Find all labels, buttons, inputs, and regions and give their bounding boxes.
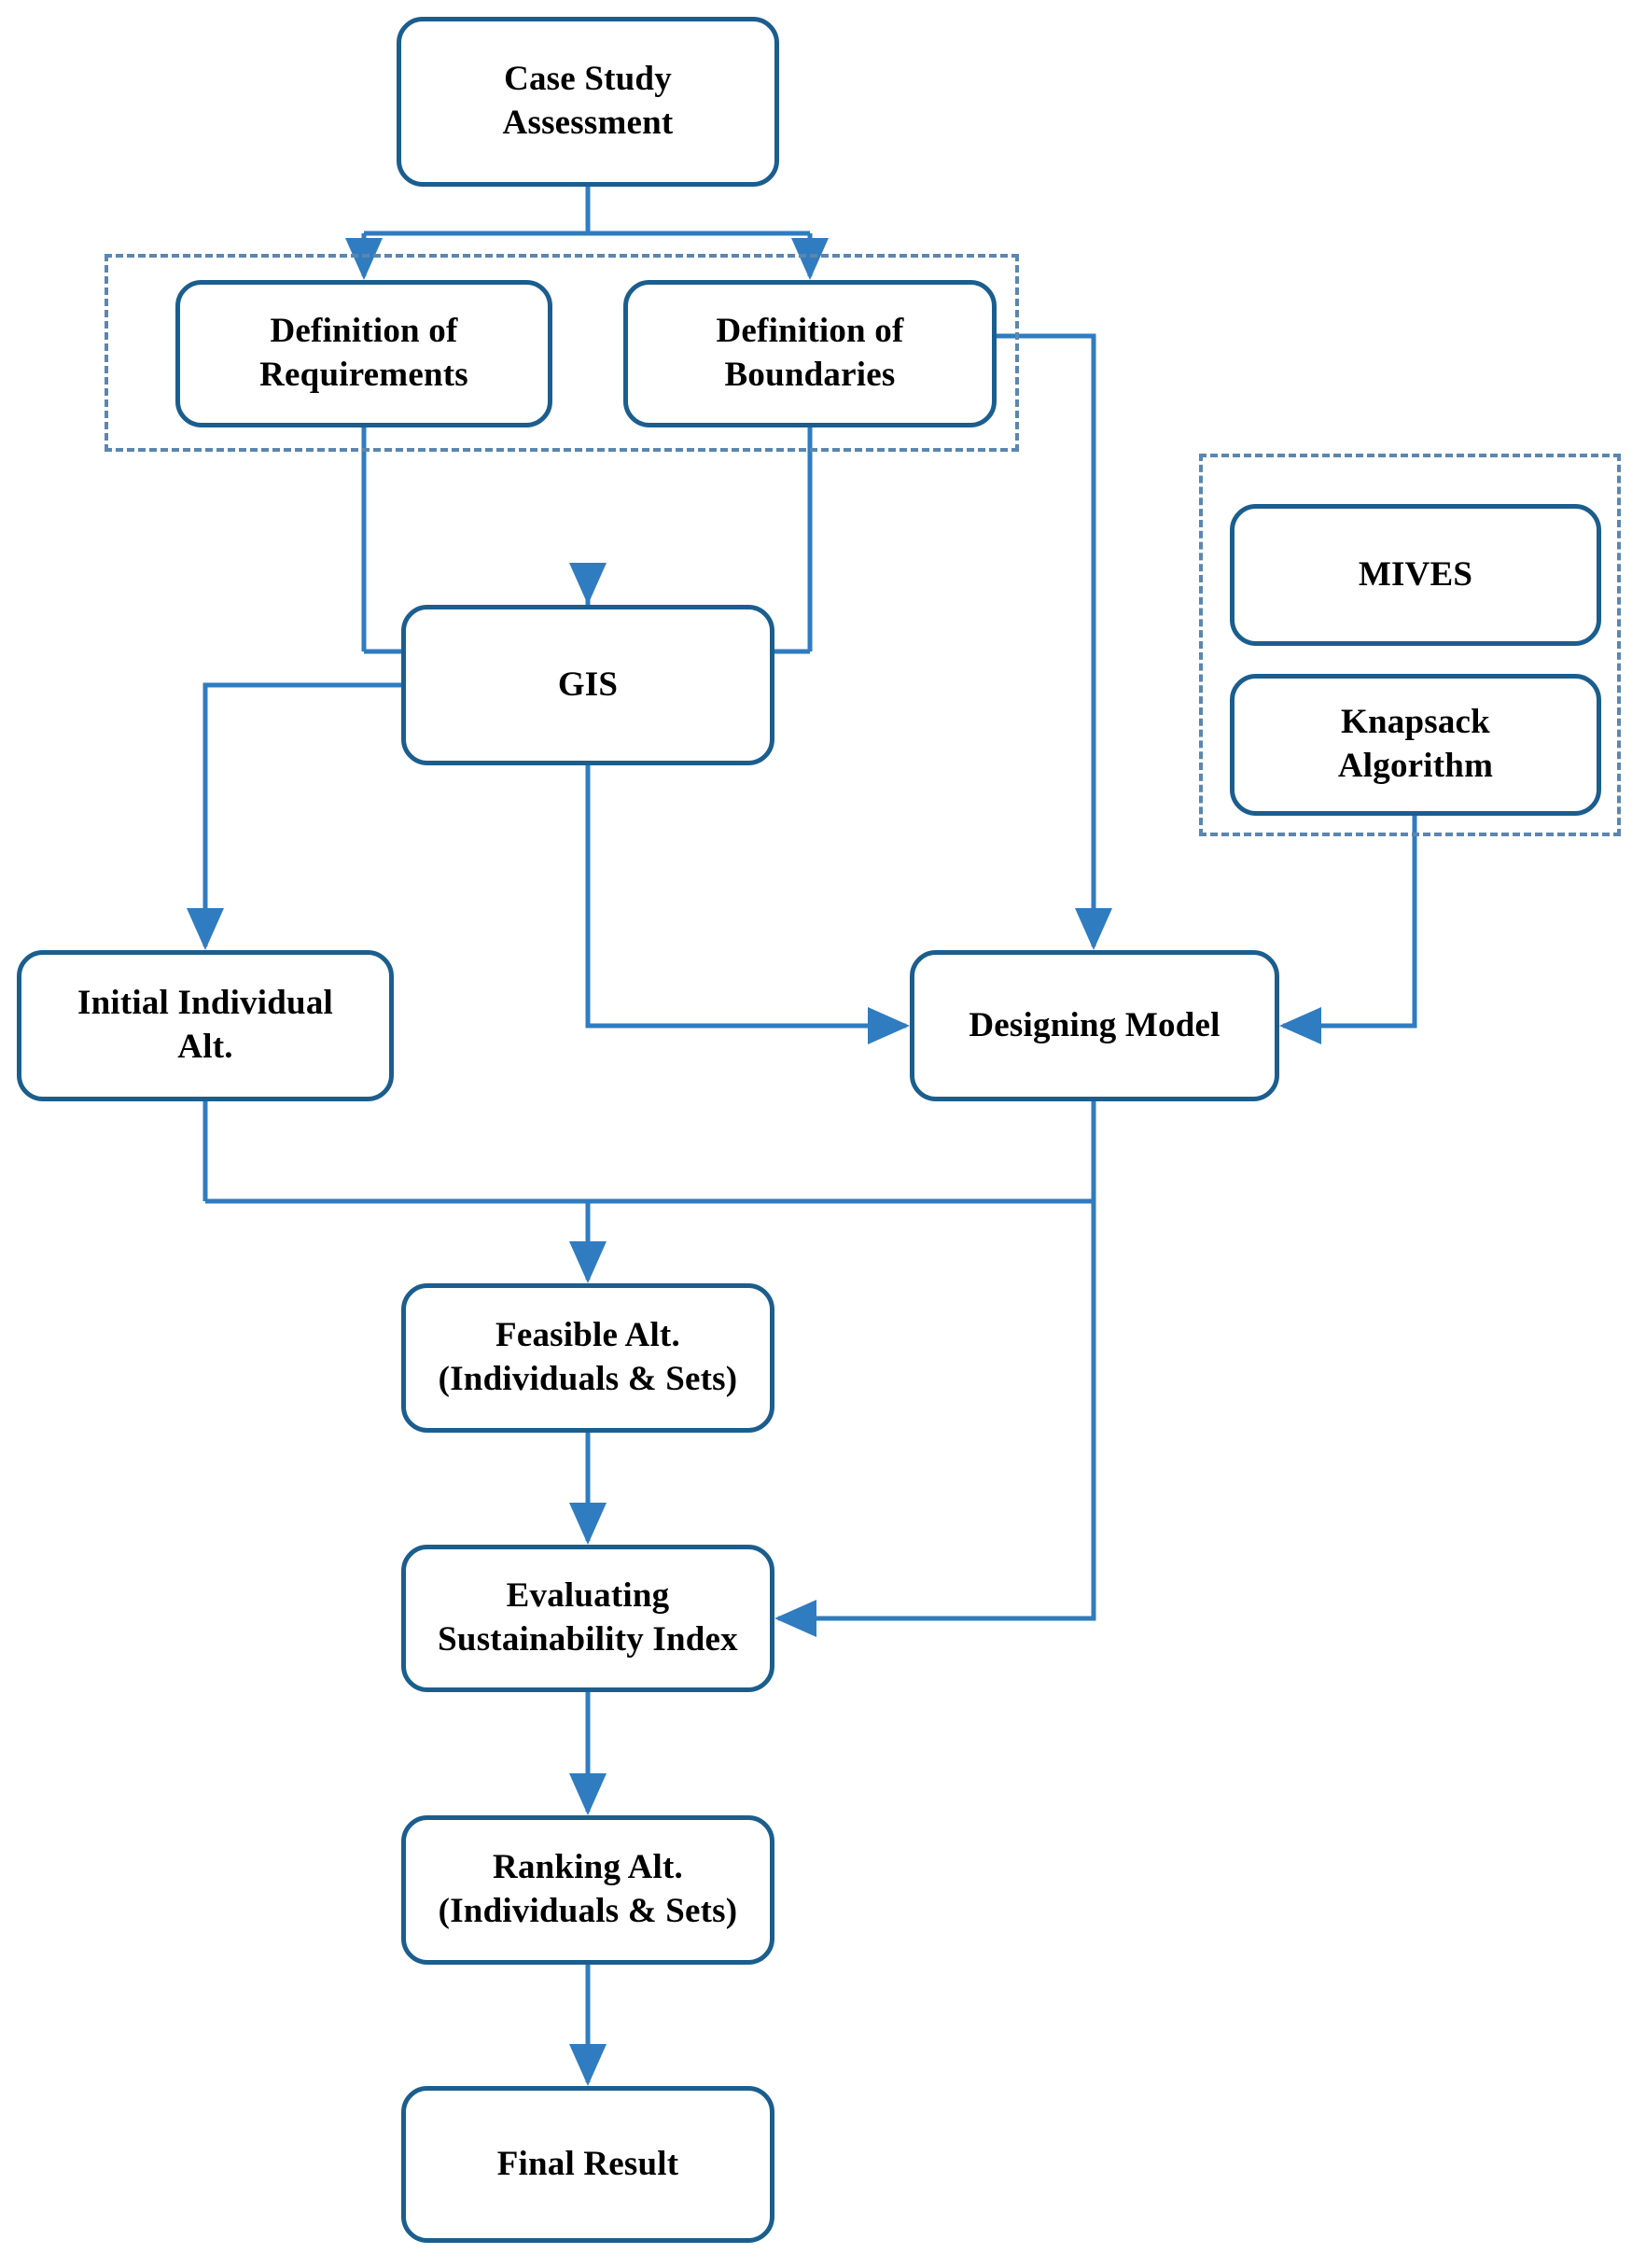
node-label-definition-of-boundaries: Definition of Boundaries bbox=[716, 312, 904, 394]
edge-gis-to-designing-model bbox=[585, 765, 911, 1044]
edge-knapsack-to-designing-model bbox=[1278, 816, 1417, 1044]
node-label-initial-individual-alt: Initial Individual Alt. bbox=[77, 984, 334, 1066]
node-label-case-study-assessment: Case Study Assessment bbox=[502, 60, 674, 142]
node-knapsack-algorithm[interactable]: Knapsack Algorithm bbox=[1230, 674, 1601, 816]
node-label-feasible-alt: Feasible Alt. (Individuals & Sets) bbox=[438, 1316, 738, 1398]
node-label-designing-model: Designing Model bbox=[969, 1005, 1221, 1044]
node-case-study-assessment[interactable]: Case Study Assessment bbox=[397, 17, 779, 187]
node-gis[interactable]: GIS bbox=[401, 605, 774, 765]
edge-case-study-split bbox=[364, 187, 810, 236]
node-evaluating-sustainability-index[interactable]: Evaluating Sustainability Index bbox=[401, 1545, 774, 1692]
node-label-gis: GIS bbox=[557, 665, 619, 704]
node-label-mives: MIVES bbox=[1358, 554, 1473, 594]
edge-designing-model-to-evaluating bbox=[774, 1201, 1096, 1637]
node-label-evaluating-sustainability-index: Evaluating Sustainability Index bbox=[438, 1576, 738, 1659]
node-final-result[interactable]: Final Result bbox=[401, 2086, 774, 2243]
node-designing-model[interactable]: Designing Model bbox=[910, 950, 1279, 1101]
node-initial-individual-alt[interactable]: Initial Individual Alt. bbox=[17, 950, 394, 1101]
node-label-ranking-alt: Ranking Alt. (Individuals & Sets) bbox=[438, 1848, 738, 1930]
edge-gis-to-initial-alt bbox=[187, 682, 401, 951]
node-ranking-alt[interactable]: Ranking Alt. (Individuals & Sets) bbox=[401, 1815, 774, 1965]
node-feasible-alt[interactable]: Feasible Alt. (Individuals & Sets) bbox=[401, 1283, 774, 1433]
node-definition-of-requirements[interactable]: Definition of Requirements bbox=[175, 280, 552, 427]
node-label-definition-of-requirements: Definition of Requirements bbox=[259, 312, 468, 394]
node-label-knapsack-algorithm: Knapsack Algorithm bbox=[1337, 703, 1494, 785]
node-mives[interactable]: MIVES bbox=[1230, 504, 1601, 646]
node-label-final-result: Final Result bbox=[496, 2144, 679, 2183]
node-definition-of-boundaries[interactable]: Definition of Boundaries bbox=[623, 280, 997, 427]
